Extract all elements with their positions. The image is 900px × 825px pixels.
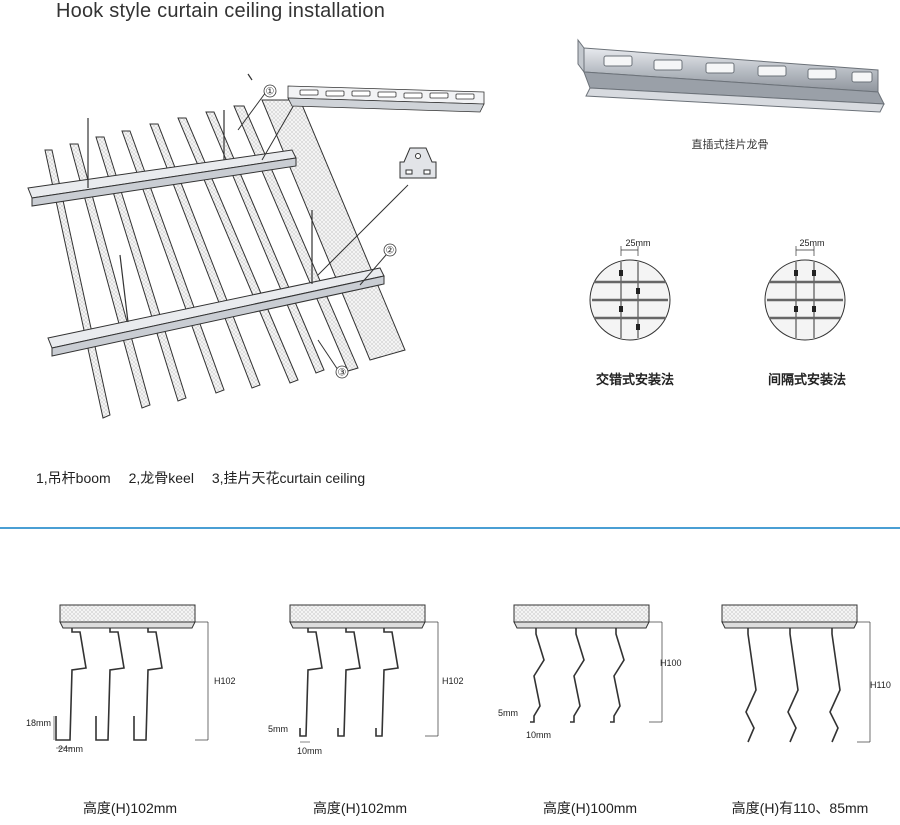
profile-2-dim-a: 5mm: [268, 724, 288, 734]
upper-keel: [27, 149, 297, 207]
marker-2-text: ②: [386, 246, 395, 257]
method-staggered-diagram: [589, 246, 671, 341]
marker-3-text: ③: [338, 368, 347, 379]
method-right-label: 间隔式安装法: [767, 372, 846, 387]
profile-1-drawing: [53, 604, 209, 749]
lower-keel: [47, 267, 385, 357]
profile-3-height: H100: [660, 658, 682, 668]
keel-detail-small: [287, 85, 485, 113]
profile-2-caption: 高度(H)102mm: [312, 800, 408, 816]
profile-3-dim-a: 5mm: [498, 708, 518, 718]
profile-3-dim-b: 10mm: [526, 730, 551, 740]
profile-4-height: H110: [870, 680, 891, 690]
hanger-rods: [87, 73, 313, 323]
method-left-label: 交错式安装法: [595, 372, 674, 387]
divider: [0, 527, 900, 529]
legend: 1,吊杆boom 2,龙骨keel 3,挂片天花curtain ceiling: [36, 468, 379, 488]
marker-1: ①: [263, 84, 277, 98]
marker-1-text: ①: [266, 87, 275, 98]
legend-item-curtain-ceiling: 3,挂片天花curtain ceiling: [211, 470, 366, 486]
profile-4-drawing: [721, 604, 871, 743]
clip-detail: [399, 147, 437, 179]
method-interval-diagram: [764, 246, 846, 341]
profile-2-dim-b: 10mm: [297, 746, 322, 756]
legend-item-keel: 2,龙骨keel: [128, 470, 194, 486]
profile-1-height: H102: [214, 676, 236, 686]
keel-caption: 直插式挂片龙骨: [691, 139, 769, 151]
profile-2-height: H102: [442, 676, 464, 686]
marker-3: ③: [335, 365, 349, 379]
marker-2: ②: [383, 243, 397, 257]
profile-1-dim-b: 24mm: [58, 744, 83, 754]
profile-1-dim-a: 18mm: [26, 718, 51, 728]
legend-item-boom: 1,吊杆boom: [36, 470, 111, 486]
curtain-blades: [44, 99, 406, 419]
profile-3-caption: 高度(H)100mm: [542, 800, 638, 816]
method-right-dimension: 25mm: [799, 238, 824, 248]
profile-1-caption: 高度(H)102mm: [82, 800, 178, 816]
profile-3-drawing: [513, 604, 663, 723]
profile-4-caption: 高度(H)有110、85mm: [731, 800, 869, 816]
ceiling-assembly-drawing: [27, 73, 409, 419]
method-left-dimension: 25mm: [625, 238, 650, 248]
profile-2-drawing: [289, 604, 439, 743]
page-title: Hook style curtain ceiling installation: [56, 0, 386, 22]
keel-3d-render: [577, 38, 885, 113]
